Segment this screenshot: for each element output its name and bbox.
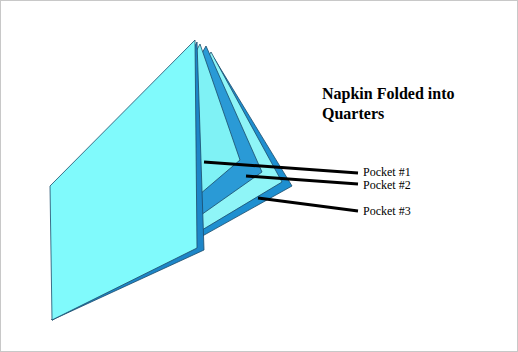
pocket-label: Pocket #1: [363, 165, 411, 179]
leader-line: [258, 198, 358, 211]
pocket-label: Pocket #2: [363, 178, 411, 192]
pocket-label: Pocket #3: [363, 204, 411, 218]
leader-line: [246, 176, 358, 184]
leader-line: [204, 162, 358, 173]
front-panel: [50, 40, 197, 320]
diagram-title: Napkin Folded into Quarters: [322, 84, 472, 124]
